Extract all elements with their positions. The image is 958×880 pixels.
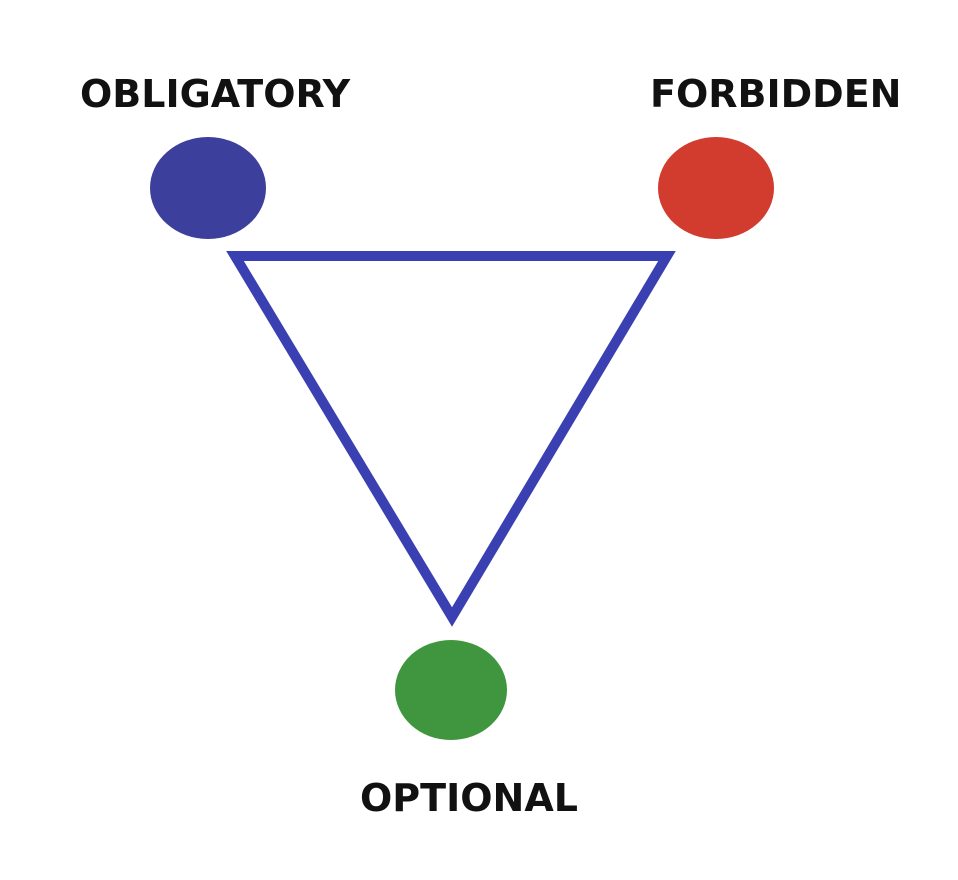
- triangle: [226, 251, 676, 627]
- label-optional: OPTIONAL: [360, 776, 578, 820]
- label-obligatory: OBLIGATORY: [80, 72, 351, 116]
- label-forbidden: FORBIDDEN: [650, 72, 902, 116]
- node-obligatory: [150, 137, 266, 239]
- node-forbidden: [658, 137, 774, 239]
- node-optional: [395, 640, 507, 740]
